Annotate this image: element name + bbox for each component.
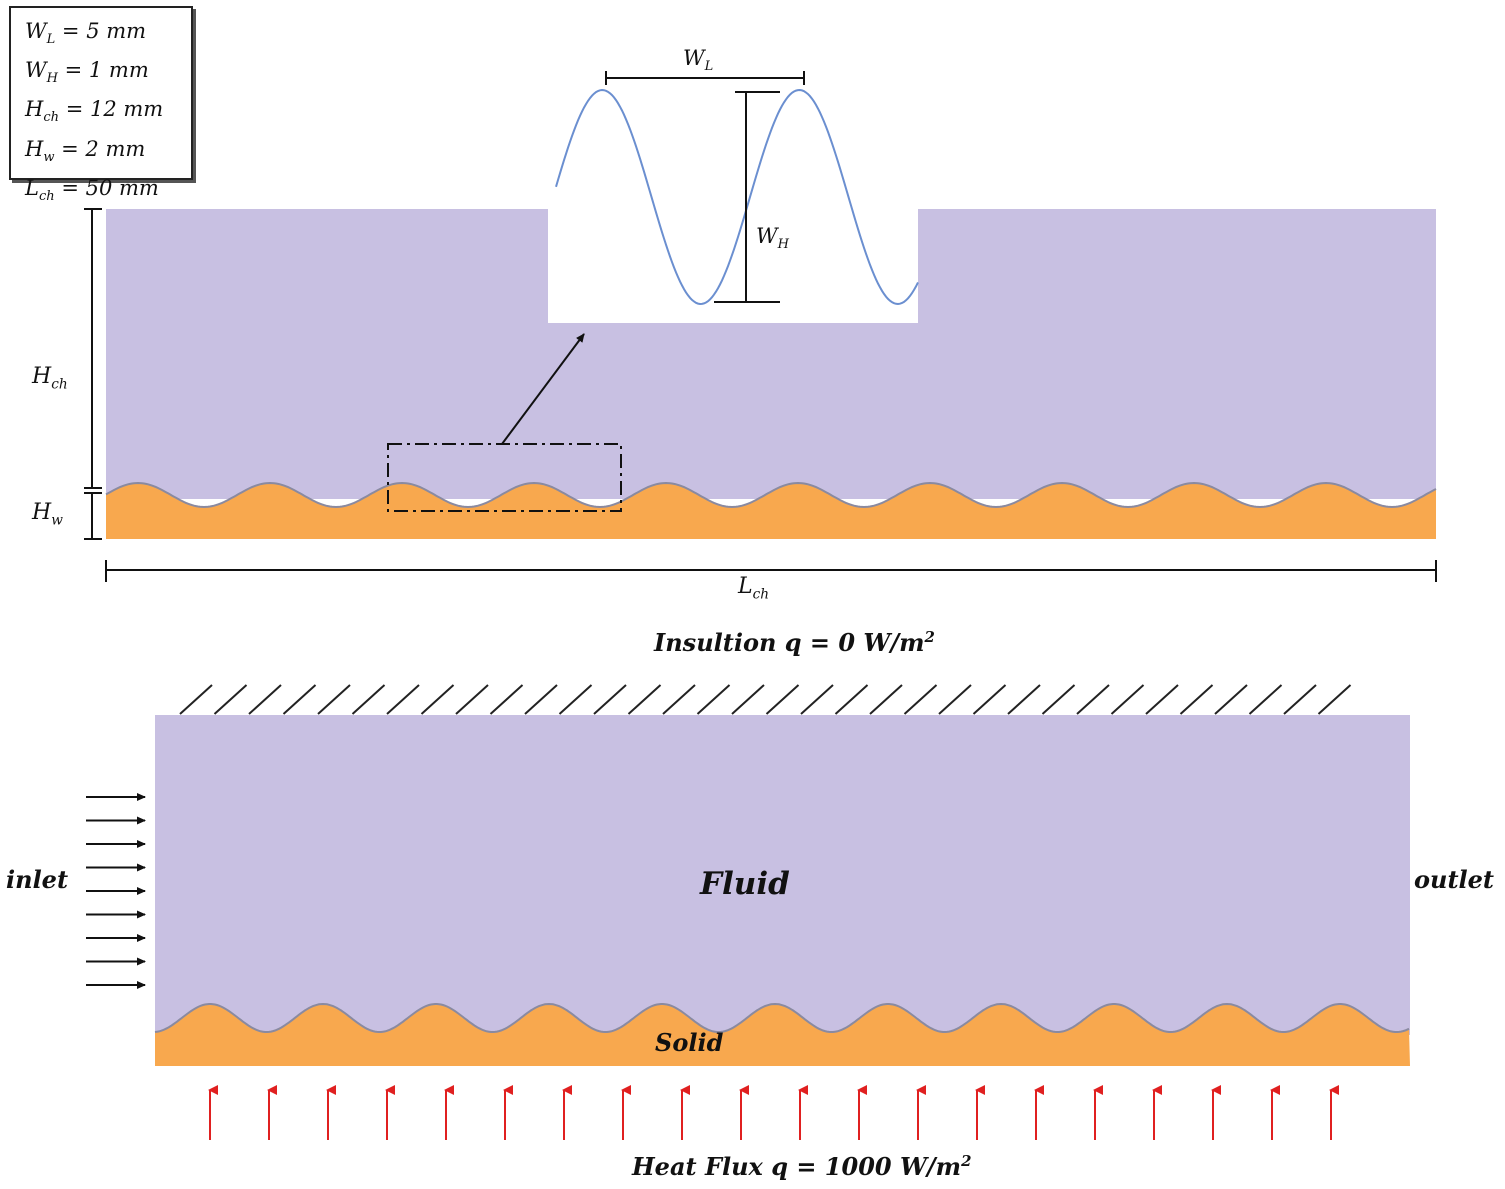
param-wl: WL = 5 mm [25, 19, 147, 48]
hatch-mark [317, 684, 351, 715]
outlet-label: outlet [1414, 865, 1495, 894]
hatch-mark [213, 684, 248, 715]
hatch-mark [1248, 684, 1283, 715]
hatch-mark [558, 684, 593, 715]
hatch-mark [731, 684, 765, 715]
hatch-mark [627, 684, 662, 715]
hatch-mark [869, 684, 903, 715]
zoom-pointer-arrow [501, 333, 585, 445]
inset-sine-wave [555, 88, 919, 306]
inset-wl-dimension [605, 71, 805, 85]
zoom-region-box [387, 443, 622, 512]
hatch-mark [1041, 684, 1076, 715]
hatch-mark [765, 684, 800, 715]
hatch-mark [972, 684, 1007, 715]
bottom-interface-wave [154, 1002, 1410, 1033]
insulation-label: Insultion q = 0 W/m2 [654, 628, 935, 657]
heat-flux-arrows [208, 1085, 1339, 1140]
param-lch: Lch = 50 mm [25, 175, 159, 204]
hch-label: Hch [32, 364, 68, 393]
hatch-mark [386, 684, 420, 715]
hatch-mark [179, 684, 213, 715]
hatch-mark [351, 684, 386, 715]
param-hw: Hw = 2 mm [25, 136, 146, 165]
parameter-box: WL = 5 mm WH = 1 mm Hch = 12 mm Hw = 2 m… [9, 6, 193, 204]
hatch-mark [524, 684, 558, 715]
hatch-mark [1179, 684, 1214, 715]
hatch-mark [1110, 684, 1145, 715]
inlet-arrows [86, 793, 146, 989]
hatch-mark [593, 684, 627, 715]
insulation-hatch [179, 684, 1352, 715]
hatch-mark [248, 684, 282, 715]
hw-dimension-line [84, 492, 102, 540]
hatch-mark [420, 684, 455, 715]
hatch-mark [903, 684, 938, 715]
inset-wh-label: WH [756, 224, 789, 253]
hatch-mark [1317, 684, 1352, 715]
hch-dimension-line [84, 208, 102, 489]
lch-dimension-line [105, 560, 1437, 582]
hatch-mark [282, 684, 317, 715]
inset-wl-label: WL [683, 46, 714, 75]
hatch-mark [455, 684, 489, 715]
inlet-label: inlet [6, 865, 69, 894]
hatch-mark [1145, 684, 1179, 715]
lch-label: Lch [738, 574, 770, 603]
hatch-mark [1076, 684, 1110, 715]
bottom-solid-domain [155, 1004, 1410, 1066]
heat-flux-label: Heat Flux q = 1000 W/m2 [632, 1152, 972, 1181]
solid-label: Solid [655, 1028, 724, 1057]
hatch-mark [1283, 684, 1317, 715]
hatch-mark [489, 684, 524, 715]
inset-wh-dimension [714, 91, 780, 303]
hatch-mark [800, 684, 834, 715]
param-wh: WH = 1 mm [25, 58, 149, 87]
hatch-mark [1214, 684, 1248, 715]
hatch-mark [1007, 684, 1041, 715]
bottom-fluid-domain [155, 715, 1410, 1035]
hatch-mark [696, 684, 731, 715]
top-interface-wave [105, 481, 1437, 509]
hatch-mark [938, 684, 972, 715]
fluid-label: Fluid [700, 866, 790, 902]
hatch-mark [662, 684, 696, 715]
hw-label: Hw [32, 500, 63, 529]
param-hch: Hch = 12 mm [25, 97, 164, 126]
hatch-mark [834, 684, 869, 715]
inset-panel [548, 195, 918, 323]
